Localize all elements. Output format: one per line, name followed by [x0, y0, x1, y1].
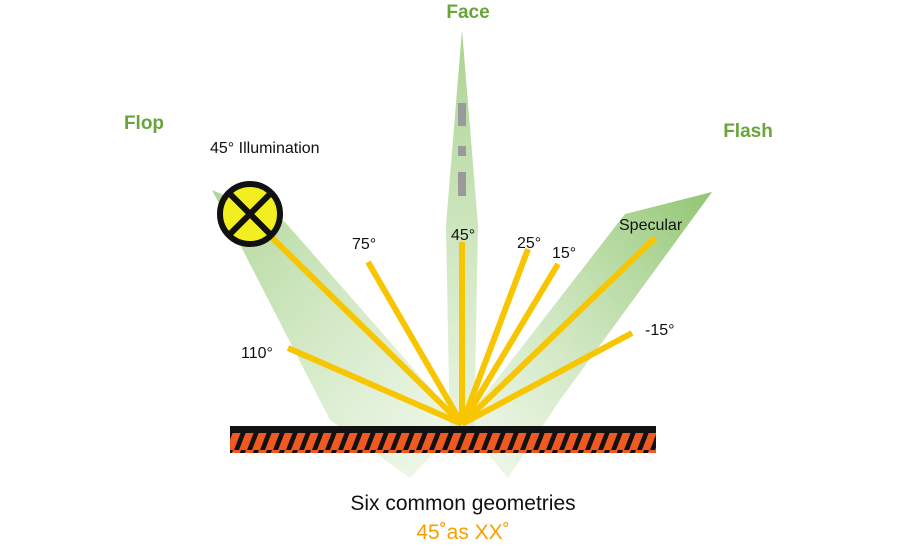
face-label: Face	[446, 2, 489, 23]
angle-label: 45°	[451, 227, 475, 244]
face-cone	[446, 30, 478, 440]
ray-25	[459, 247, 531, 426]
angle-label: -15°	[645, 322, 675, 339]
face-axis-dashes	[458, 103, 466, 196]
flop-label: Flop	[124, 113, 164, 134]
sample-surface	[230, 426, 656, 453]
flash-cone	[462, 192, 712, 478]
caption-subtitle: 45˚as XX˚	[416, 521, 509, 544]
caption-title: Six common geometries	[350, 492, 575, 515]
angle-label: 75°	[352, 236, 376, 253]
ray-110	[286, 345, 464, 427]
angle-label: 15°	[552, 245, 576, 262]
illumination-label: 45° Illumination	[210, 140, 320, 157]
ray-specular	[459, 235, 658, 427]
ray-75	[365, 260, 465, 426]
light-source-icon	[217, 181, 283, 247]
specular-label: Specular	[619, 217, 683, 234]
surface-hatch-icon	[230, 433, 656, 453]
rays	[255, 221, 658, 427]
ray-illumination	[255, 221, 465, 427]
angle-label: 25°	[517, 235, 541, 252]
ray-15	[459, 262, 561, 426]
angle-label: 110°	[241, 345, 273, 362]
ray-minus-15	[460, 330, 634, 427]
flop-cone	[212, 190, 462, 478]
flash-label: Flash	[723, 121, 773, 142]
